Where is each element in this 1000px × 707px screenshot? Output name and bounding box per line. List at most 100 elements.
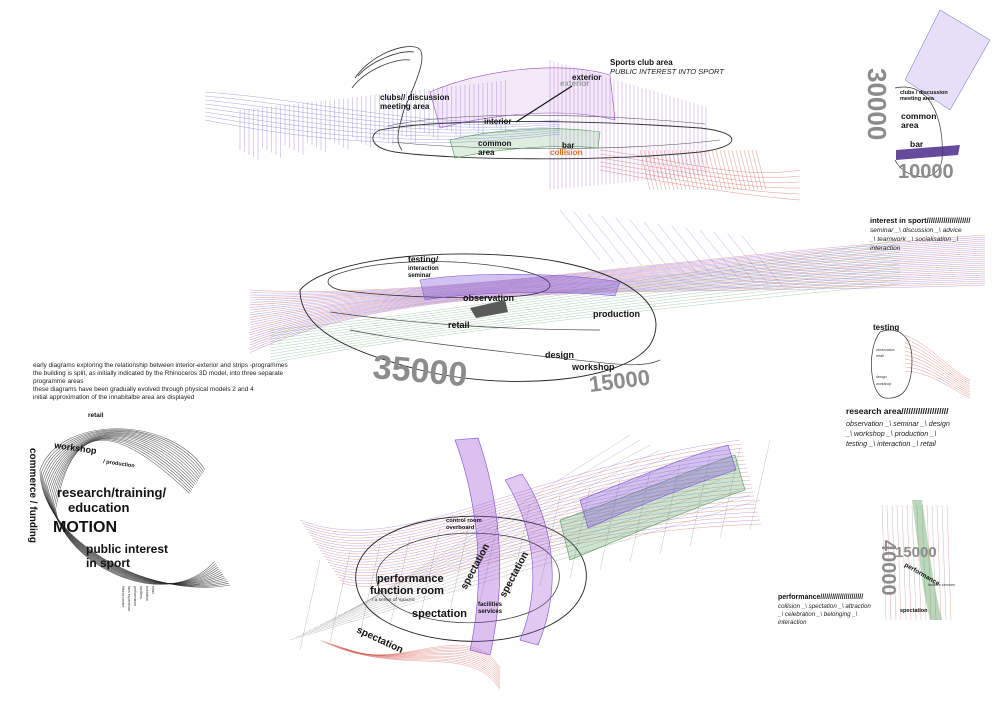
research-strip-line xyxy=(249,242,986,301)
performance-label-facilities: facilities xyxy=(478,602,503,608)
sports-hatch-line xyxy=(687,149,699,191)
performance-strip-line xyxy=(339,519,761,584)
sports-label-meeting: meeting area xyxy=(380,102,430,111)
research-strip-line xyxy=(269,279,901,361)
performance-label-spectation-3: spectation xyxy=(498,550,531,599)
research-purple-band xyxy=(419,273,621,301)
research-strip-line xyxy=(601,215,643,267)
sports-hatch-line xyxy=(699,149,711,191)
sports-hatch-line xyxy=(731,149,743,191)
side-performance-line xyxy=(931,504,937,621)
performance-strip-line xyxy=(327,495,755,568)
side-research-mini-label-2: retail xyxy=(876,354,884,358)
research-strip-line xyxy=(249,238,986,296)
side-performance-line xyxy=(926,504,932,621)
side-sports-label-clubs: clubs / discussion xyxy=(900,90,948,96)
performance-grid-line xyxy=(659,463,681,555)
sports-club-title: Sports club area xyxy=(610,58,673,67)
side-sports-label-bar: bar xyxy=(910,139,924,149)
research-strip-line xyxy=(671,225,713,277)
side-sports-desc-1: seminar _\ discussion _\ advice xyxy=(870,227,962,234)
side-sports-desc-3: interaction xyxy=(870,245,901,252)
research-dark-wedge xyxy=(470,300,508,318)
performance-strip-line xyxy=(315,471,749,552)
side-sports-title: interest in sport///////////////////// xyxy=(870,216,971,225)
side-sports-mini: 30000 10000 clubs / discussion meeting a… xyxy=(862,9,991,183)
side-research-desc-2: _\ workshop _\ production _\ xyxy=(845,429,936,438)
performance-grid-line xyxy=(749,439,771,531)
performance-grid-line xyxy=(629,471,651,563)
research-number-big: 35000 xyxy=(371,348,468,394)
research-label-seminar: seminar xyxy=(408,273,432,279)
research-strip-line xyxy=(249,266,986,331)
research-label-workshop: workshop xyxy=(571,362,615,372)
research-strip-line xyxy=(657,223,699,275)
sports-pointer-line xyxy=(515,85,573,123)
side-research-desc-3: testing _\ interaction _\ retail xyxy=(846,439,936,448)
motion-arc xyxy=(48,435,222,584)
motion-arc xyxy=(43,431,227,586)
side-performance-line xyxy=(911,504,917,621)
research-label-testing: testing/ xyxy=(408,254,439,264)
research-strip-line xyxy=(249,272,986,338)
performance-grid-line xyxy=(367,434,631,602)
sports-hatch-line xyxy=(683,149,695,191)
side-performance-desc-1: collision _\ spectation _\ attraction xyxy=(778,603,871,610)
sports-curve xyxy=(599,153,801,178)
research-strip-line xyxy=(249,250,986,311)
performance-strip-line xyxy=(299,439,741,531)
performance-label-spectation-1: spectation xyxy=(412,608,467,620)
performance-strip-line xyxy=(313,467,748,549)
research-strip-line xyxy=(249,270,986,336)
sports-curve xyxy=(599,157,801,183)
research-label-interaction: interaction xyxy=(408,266,439,272)
performance-grid-line xyxy=(479,511,501,603)
sports-hatch-line xyxy=(739,149,751,191)
side-sports-label-area: area xyxy=(901,120,919,130)
performance-strip-line xyxy=(301,443,742,533)
research-strip-line xyxy=(587,213,629,265)
performance-violet-band xyxy=(579,444,737,529)
sports-hatch-line xyxy=(711,149,723,191)
research-strip-line xyxy=(741,235,783,287)
research-strip-line xyxy=(269,263,901,349)
side-research-line xyxy=(904,362,971,395)
performance-strip-line xyxy=(305,451,744,539)
sports-purple-ribbon xyxy=(429,67,616,129)
research-strip-line xyxy=(249,276,986,343)
performance-arena-inner xyxy=(376,532,560,624)
sports-green-ribbon xyxy=(449,128,601,159)
side-research-line xyxy=(904,342,971,385)
motion-arc xyxy=(45,433,225,585)
performance-label-services: services xyxy=(478,609,503,615)
side-performance-line xyxy=(946,504,952,621)
sports-hatch-line xyxy=(655,149,667,191)
side-performance-line xyxy=(906,504,912,621)
sports-hatch-left xyxy=(239,60,767,191)
motion-label-public-interest: public interest xyxy=(86,542,168,556)
performance-label-control-room: control room xyxy=(446,518,482,524)
performance-grid-line xyxy=(539,495,561,587)
side-performance-mini: 15000 40000 performance spectation facil… xyxy=(877,500,955,621)
performance-grid-line xyxy=(509,503,531,595)
performance-green-band xyxy=(559,454,746,561)
sports-label-collision: collision xyxy=(550,148,583,157)
research-form-outer xyxy=(299,253,657,382)
side-performance-line xyxy=(901,504,907,621)
research-strip-line xyxy=(249,284,986,353)
research-strip-line xyxy=(249,236,986,294)
research-strip-line xyxy=(699,229,741,281)
sports-hatch-line xyxy=(703,149,715,191)
side-research-line xyxy=(904,346,971,387)
sports-curve xyxy=(204,103,561,131)
side-research-red-lines xyxy=(904,334,971,399)
performance-strip-line xyxy=(303,447,743,536)
research-form-lower xyxy=(329,311,661,366)
sports-label-common: common xyxy=(478,139,511,148)
performance-grid-line xyxy=(419,527,441,619)
motion-arc xyxy=(54,439,216,585)
side-research-outline xyxy=(871,329,913,399)
sports-hatch-line xyxy=(715,149,727,191)
performance-strip-line xyxy=(317,475,750,555)
sports-hatch-line xyxy=(675,149,687,191)
